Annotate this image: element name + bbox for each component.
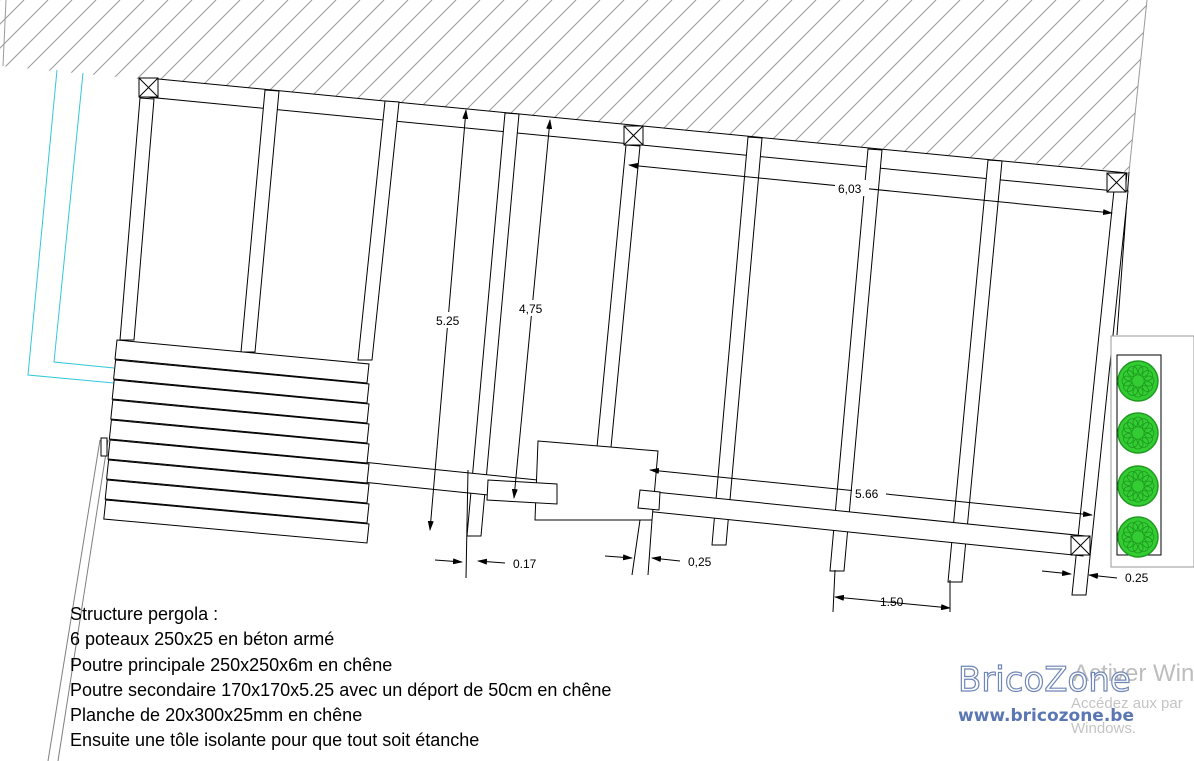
dim-ext <box>631 519 641 576</box>
cyan-outline-inner <box>53 72 115 369</box>
deck-plank <box>108 419 370 464</box>
hatch-line <box>591 0 793 172</box>
watermark-url: www.bricozone.be <box>958 706 1134 726</box>
hatch-line <box>375 0 577 172</box>
post <box>1106 172 1127 193</box>
beam-end-left <box>486 479 558 505</box>
deck-plank <box>110 399 370 444</box>
secondary-beam <box>711 136 763 546</box>
boundary-line <box>57 439 109 761</box>
dim-arrow <box>434 558 463 565</box>
dim-ext <box>647 519 653 576</box>
secondary-beam <box>240 89 280 353</box>
deck-plank <box>114 339 370 384</box>
dim-label-gap-a: 0.17 <box>513 557 537 571</box>
wall-edge-left <box>2 0 7 67</box>
secondary-beam <box>829 148 883 572</box>
dim-label-spacing: 1.50 <box>880 595 904 609</box>
notes-title: Structure pergola : <box>70 604 219 624</box>
hatch-line <box>0 0 25 172</box>
dim-arrow <box>477 558 506 565</box>
label-bg <box>852 486 886 502</box>
hatch-line <box>447 0 649 172</box>
dim-label-height-left: 5.25 <box>436 314 460 328</box>
hatch-line <box>1095 0 1147 172</box>
deck-plank <box>103 499 370 544</box>
deck-planks <box>103 339 370 544</box>
notes-line: 6 poteaux 250x25 en béton armé <box>70 629 335 650</box>
hatch-line <box>687 0 889 172</box>
hatch-line <box>0 0 193 172</box>
shrubs <box>1117 360 1159 558</box>
post <box>138 77 159 98</box>
shrub-icon <box>1117 412 1159 454</box>
beam-end-right <box>637 489 661 511</box>
hatch-line <box>1168 0 1194 200</box>
hatch-line <box>0 0 145 172</box>
watermark-brand: BricoZone <box>957 659 1131 700</box>
label-bg <box>433 312 463 328</box>
notes-line: Ensuite une tôle isolante pour que tout … <box>70 730 480 751</box>
notes-line: Poutre principale 250x250x6m en chêne <box>70 654 393 675</box>
dim-line-width-top <box>628 162 1113 216</box>
structure-notes: Structure pergola : 6 poteaux 250x25 en … <box>70 602 611 754</box>
deck-plank <box>107 439 370 484</box>
hatch-line <box>1119 0 1147 172</box>
windows-activation-title: Activer Win <box>1073 660 1194 687</box>
wall-edge-right <box>1128 0 1148 173</box>
shrub-icon <box>1117 516 1159 558</box>
dim-arrow <box>604 554 633 561</box>
deck-tab <box>100 437 108 457</box>
deck-plank <box>104 479 370 524</box>
dim-line-spacing <box>834 594 951 611</box>
dim-arrow <box>1041 570 1072 577</box>
post <box>623 125 644 146</box>
notes-line: Planche de 20x300x25mm en chêne <box>70 705 363 726</box>
secondary-beam <box>594 144 641 469</box>
windows-activation-sub2: Windows. <box>1071 720 1137 737</box>
post <box>1070 535 1091 556</box>
secondary-beam <box>357 100 400 361</box>
boundary-line <box>47 439 101 761</box>
hatch-line <box>1143 0 1147 172</box>
label-bg <box>835 180 869 196</box>
hatch-line <box>663 0 865 172</box>
hatch-line <box>519 0 721 172</box>
hatch-line <box>711 0 913 172</box>
shrub-icon <box>1117 465 1159 507</box>
hatch-line <box>567 0 769 172</box>
hatch-line <box>0 0 73 172</box>
dim-arrow <box>1088 572 1118 579</box>
dim-arrow <box>651 555 681 562</box>
dim-label-height-right: 4,75 <box>519 302 543 316</box>
windows-activation-sub: Accédez aux par <box>1071 695 1183 712</box>
dim-ext <box>832 569 836 613</box>
dim-ext <box>465 469 469 579</box>
hatch-line <box>423 0 625 172</box>
dim-label-gap-c: 0.25 <box>1125 571 1149 585</box>
secondary-beams <box>119 89 1129 596</box>
cyan-outline-outer <box>27 69 115 384</box>
shrub-icon <box>1117 360 1159 402</box>
hatch-line <box>0 0 97 172</box>
hatch-line <box>0 0 49 172</box>
secondary-beam <box>466 112 520 537</box>
secondary-beam <box>119 97 155 341</box>
secondary-beam <box>947 159 1003 583</box>
hatch-line <box>495 0 697 172</box>
notes-line: Poutre secondaire 170x170x5.25 avec un d… <box>70 679 612 700</box>
hatch-line <box>639 0 841 172</box>
deck-plank <box>111 379 370 424</box>
hatch-line <box>543 0 745 172</box>
dim-label-gap-b: 0,25 <box>688 555 712 569</box>
deck-plank <box>106 459 370 504</box>
hatch-line <box>615 0 817 172</box>
dim-label-width-top: 6,03 <box>838 182 862 196</box>
label-bg <box>517 300 547 316</box>
dim-label-width-bottom: 5.66 <box>855 487 879 501</box>
deck-plank <box>113 359 370 404</box>
